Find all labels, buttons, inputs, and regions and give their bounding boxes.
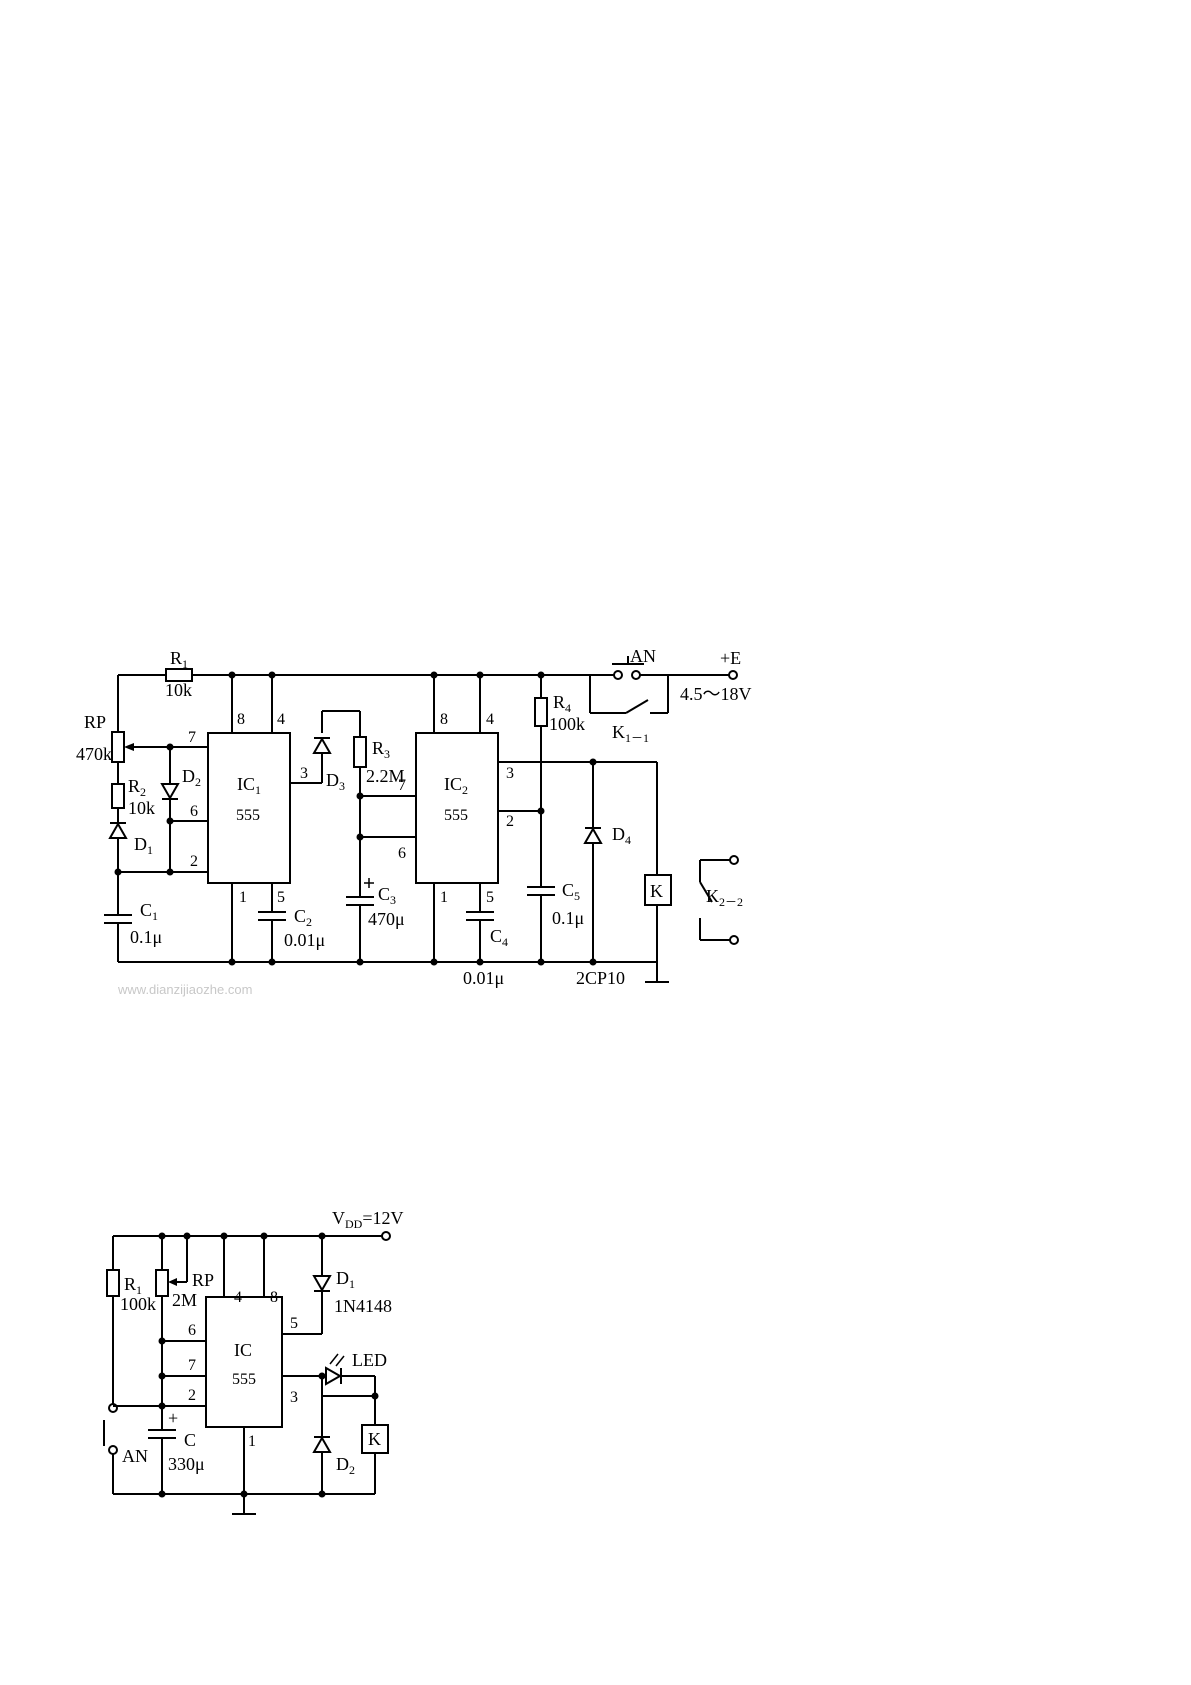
resistor-r3 (354, 737, 366, 767)
r2-label: R2 (128, 776, 146, 799)
d2-label: D2 (182, 766, 201, 789)
relay-k-label: K (650, 881, 663, 901)
relay-k-label: K (368, 1429, 381, 1449)
ic2-pin4: 4 (486, 711, 494, 728)
k22-label: K2－2 (706, 886, 743, 909)
diode-d2 (314, 1438, 330, 1452)
d3-label: D3 (326, 770, 345, 793)
ic1-pin1: 1 (239, 889, 247, 906)
pin7: 7 (188, 1357, 196, 1374)
c2-label: C2 (294, 906, 312, 929)
ic2-pin7: 7 (398, 777, 406, 794)
r2-value: 10k (128, 798, 155, 818)
d4-label: D4 (612, 824, 631, 847)
diode-d2 (162, 784, 178, 798)
ic2-pin8: 8 (440, 711, 448, 728)
ic2-pin1: 1 (440, 889, 448, 906)
r1-value: 100k (120, 1294, 156, 1314)
rp-value: 470k (76, 744, 112, 764)
ic1-pin7: 7 (188, 729, 196, 746)
r1-value: 10k (165, 680, 192, 700)
k11-label: K1－1 (612, 722, 649, 745)
d1-label: D1 (134, 834, 153, 857)
pin8: 8 (270, 1289, 278, 1306)
c4-label: C4 (490, 926, 508, 949)
c1-label: C1 (140, 900, 158, 923)
ic-type: 555 (232, 1371, 256, 1388)
c4-value: 0.01μ (463, 968, 504, 988)
c-plus: + (168, 1408, 178, 1428)
potentiometer-rp (156, 1270, 168, 1296)
d1-label: D1 (336, 1268, 355, 1291)
d1-part: 1N4148 (334, 1296, 392, 1316)
c2-value: 0.01μ (284, 930, 325, 950)
an-label: AN (122, 1446, 148, 1466)
resistor-r1 (107, 1270, 119, 1296)
pin6: 6 (188, 1322, 196, 1339)
d4-part: 2CP10 (576, 968, 625, 988)
c5-value: 0.1μ (552, 908, 584, 928)
an-label: AN (630, 646, 656, 666)
ic1-pin5: 5 (277, 889, 285, 906)
ic1-pin8: 8 (237, 711, 245, 728)
c3-label: C3 (378, 884, 396, 907)
rp-label: RP (84, 712, 106, 732)
r1-label: R1 (170, 648, 188, 671)
diagram-timer-two-555: R1 10k AN +E 4.5～18V K1－1 RP 470k R2 10k… (76, 646, 752, 997)
c3-value: 470μ (368, 909, 405, 929)
vdd-label: VDD=12V (332, 1208, 404, 1231)
pin5: 5 (290, 1315, 298, 1332)
c-label: C (184, 1430, 196, 1450)
voltage-label: 4.5～18V (680, 684, 752, 704)
led-label: LED (352, 1350, 387, 1370)
resistor-r2 (112, 784, 124, 808)
pin2: 2 (188, 1387, 196, 1404)
ic2-pin3: 3 (506, 765, 514, 782)
r3-label: R3 (372, 738, 390, 761)
ic1-pin6: 6 (190, 803, 198, 820)
pin1: 1 (248, 1433, 256, 1450)
led (326, 1368, 340, 1384)
c5-label: C5 (562, 880, 580, 903)
pin4: 4 (234, 1289, 242, 1306)
c-value: 330μ (168, 1454, 205, 1474)
diode-d4 (585, 829, 601, 843)
ic1-pin3: 3 (300, 765, 308, 782)
ic2-pin5: 5 (486, 889, 494, 906)
rp-label: RP (192, 1270, 214, 1290)
c1-value: 0.1μ (130, 927, 162, 947)
r4-value: 100k (549, 714, 585, 734)
diagram-single-555: VDD=12V R1 100k RP 2M D1 1N4148 IC 555 4… (104, 1208, 404, 1514)
diode-d3 (314, 739, 330, 753)
diode-d1 (110, 824, 126, 838)
ic-label: IC (234, 1340, 252, 1360)
ic1-pin4: 4 (277, 711, 285, 728)
ic2-pin2: 2 (506, 813, 514, 830)
ic-555 (206, 1297, 282, 1427)
diode-d1 (314, 1276, 330, 1290)
ic1-type: 555 (236, 807, 260, 824)
ic2-pin6: 6 (398, 845, 406, 862)
resistor-r4 (535, 698, 547, 726)
rp-value: 2M (172, 1290, 197, 1310)
potentiometer-rp (112, 732, 124, 762)
ic2-type: 555 (444, 807, 468, 824)
ic1-pin2: 2 (190, 853, 198, 870)
pin3: 3 (290, 1389, 298, 1406)
watermark: www.dianzijiaozhe.com (117, 982, 252, 997)
d2-label: D2 (336, 1454, 355, 1477)
plus-e-label: +E (720, 648, 741, 668)
r4-label: R4 (553, 692, 571, 715)
